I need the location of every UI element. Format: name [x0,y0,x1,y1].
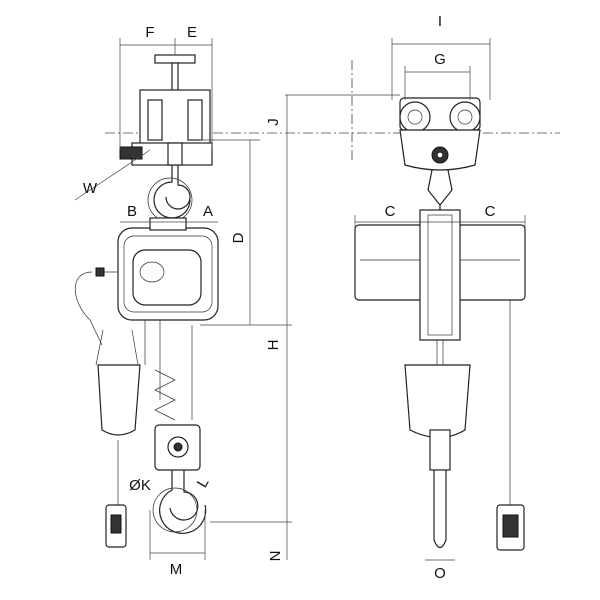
label-K: ØK [129,477,151,494]
label-G: G [434,51,446,68]
label-M: M [170,561,183,578]
label-A: A [203,203,213,220]
chain-and-bucket [95,320,193,548]
dimension-labels: F E I G J W B A D C C H ØK L M N O [83,13,496,582]
label-I: I [438,13,442,30]
label-C-left: C [385,203,396,220]
label-H: H [265,340,282,351]
front-body [354,209,526,341]
label-B: B [127,203,137,220]
dimension-lines [74,38,526,561]
front-view-hoist [354,97,526,551]
label-C-right: C [485,203,496,220]
top-hook [147,165,193,223]
side-view-hoist [75,54,219,548]
label-N: N [267,551,284,562]
label-D: D [230,232,247,243]
hoist-body [75,217,219,346]
front-chain-bucket [404,300,525,551]
label-L: L [194,475,213,491]
bottom-block [152,424,207,534]
label-F: F [145,24,154,41]
label-J: J [265,118,282,126]
trolley-side [119,54,213,166]
label-E: E [187,24,197,41]
label-O: O [434,565,446,582]
label-W: W [83,180,98,197]
trolley-front [399,97,481,171]
